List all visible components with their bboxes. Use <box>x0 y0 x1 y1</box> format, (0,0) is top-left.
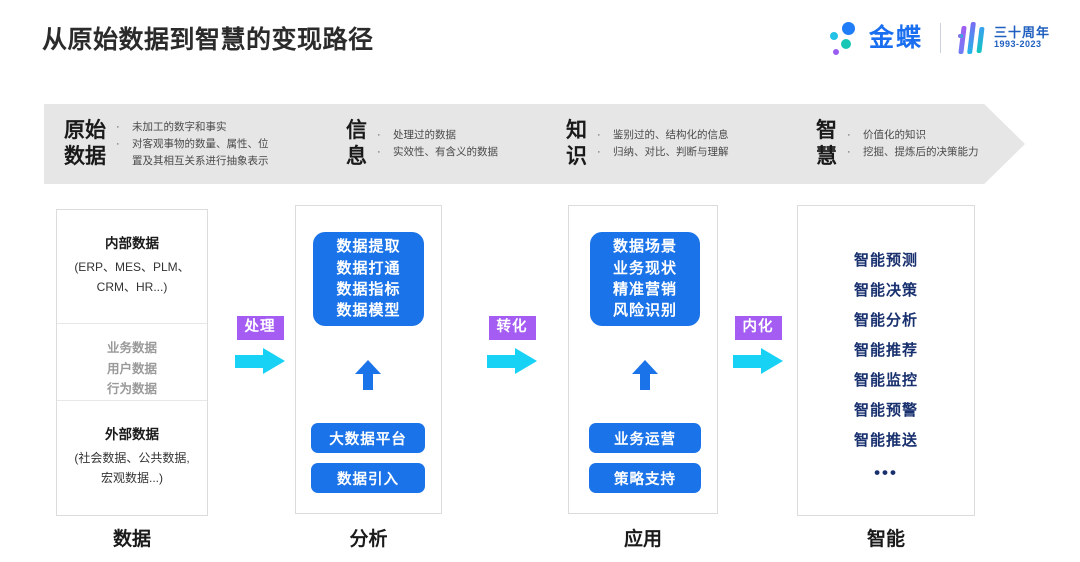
application-main-card: 数据场景 业务现状 精准营销 风险识别 <box>590 232 700 326</box>
bullet-text: 未加工的数字和事实 <box>132 120 227 133</box>
bullet-text: 对客观事物的数量、属性、位 <box>132 137 269 150</box>
analysis-pill-data-ingestion[interactable]: 数据引入 <box>311 463 425 493</box>
analysis-pill-bigdata-platform[interactable]: 大数据平台 <box>311 423 425 453</box>
column-intelligence <box>797 205 975 516</box>
dikw-banner-arrow: 原始 数据 · 未加工的数字和事实 · 对客观事物的数量、属性、位 置及其相互关… <box>44 104 1025 184</box>
up-arrow-icon-application <box>632 360 658 390</box>
anniversary-label: 三十周年 <box>993 25 1050 41</box>
connector-process: 处理 <box>224 316 296 374</box>
right-arrow-icon <box>235 347 285 374</box>
intelligence-item: 智能预测 <box>853 252 918 269</box>
data-type-item: 用户数据 <box>106 361 157 376</box>
bullet-marker: · <box>377 146 381 158</box>
intelligence-capability-list: 智能预测 智能决策 智能分析 智能推荐 智能监控 智能预警 智能推送 ••• <box>797 253 975 483</box>
column-caption-analysis: 分析 <box>349 529 388 550</box>
stage-name-raw-data: 原始 数据 <box>64 118 106 168</box>
bullet-marker: · <box>116 120 120 133</box>
section-external-data: 外部数据 (社会数据、公共数据, 宏观数据...) <box>57 401 207 489</box>
intelligence-ellipsis: ••• <box>874 463 898 482</box>
bullet-text: 鉴别过的、结构化的信息 <box>613 128 729 141</box>
external-data-sub-line1: (社会数据、公共数据, <box>74 451 190 465</box>
section-data-types: 业务数据 用户数据 行为数据 <box>57 324 207 401</box>
bullet-marker: · <box>847 128 851 141</box>
analysis-card-line: 数据指标 <box>336 281 401 298</box>
intelligence-item: 智能监控 <box>853 372 918 389</box>
column-caption-intelligence: 智能 <box>866 529 905 550</box>
bullet-text: 挖掘、提炼后的决策能力 <box>863 146 979 158</box>
analysis-main-card: 数据提取 数据打通 数据指标 数据模型 <box>313 232 424 326</box>
bullet-text: 价值化的知识 <box>863 128 926 141</box>
intelligence-item: 智能分析 <box>853 312 918 329</box>
right-arrow-icon <box>733 347 783 374</box>
intelligence-item: 智能决策 <box>853 282 918 299</box>
intelligence-item: 智能推荐 <box>853 342 918 359</box>
bullet-marker: · <box>597 128 601 141</box>
bullet-marker: · <box>597 146 601 158</box>
application-card-line: 数据场景 <box>612 238 677 256</box>
page-title: 从原始数据到智慧的变现路径 <box>42 26 374 54</box>
stage-bullets-raw-data: · 未加工的数字和事实 · 对客观事物的数量、属性、位 置及其相互关系进行抽象表… <box>116 119 269 169</box>
column-caption-data: 数据 <box>112 529 151 550</box>
intelligence-item: 智能推送 <box>853 432 918 449</box>
bullet-marker: · <box>847 146 851 158</box>
section-internal-data: 内部数据 (ERP、MES、PLM、 CRM、HR...) <box>57 210 207 324</box>
bullet-text: 实效性、有含义的数据 <box>393 146 498 158</box>
external-data-title: 外部数据 <box>105 427 159 442</box>
stage-bullets-knowledge: · 鉴别过的、结构化的信息 · 归纳、对比、判断与理解 <box>597 127 729 161</box>
right-arrow-icon <box>487 347 537 374</box>
stage-name-knowledge: 知 识 <box>566 118 587 168</box>
logo-divider <box>939 23 941 53</box>
stage-name-wisdom: 智 慧 <box>816 118 837 168</box>
connector-label-process: 处理 <box>236 316 284 340</box>
application-pill-strategy-support[interactable]: 策略支持 <box>589 463 701 493</box>
application-card-line: 精准营销 <box>612 281 677 298</box>
analysis-card-line: 数据模型 <box>336 302 401 320</box>
connector-label-transform: 转化 <box>488 316 536 340</box>
intelligence-item: 智能预警 <box>853 402 918 419</box>
bullet-marker: · <box>116 137 120 150</box>
bullet-marker: · <box>377 128 381 141</box>
column-caption-application: 应用 <box>623 529 662 550</box>
stage-bullets-information: · 处理过的数据 · 实效性、有含义的数据 <box>377 127 498 161</box>
brand-name: 金蝶 <box>868 23 923 52</box>
internal-data-title: 内部数据 <box>105 236 159 251</box>
data-type-item: 业务数据 <box>106 341 157 355</box>
stage-name-information: 信 息 <box>346 118 367 168</box>
kingdee-dots-icon <box>829 21 861 55</box>
analysis-card-line: 数据打通 <box>336 259 401 277</box>
analysis-card-line: 数据提取 <box>336 238 401 256</box>
brand-logo: 金蝶 三十周年 1993-2023 <box>829 16 1050 60</box>
bullet-text: 处理过的数据 <box>393 128 456 141</box>
application-pill-business-operation[interactable]: 业务运营 <box>589 423 701 453</box>
connector-internalize: 内化 <box>722 316 794 374</box>
connector-label-internalize: 内化 <box>734 316 782 340</box>
banner-stage-knowledge: 知 识 · 鉴别过的、结构化的信息 · 归纳、对比、判断与理解 <box>566 104 816 184</box>
up-arrow-icon-analysis <box>355 360 381 390</box>
application-card-line: 风险识别 <box>612 302 677 320</box>
column-data: 内部数据 (ERP、MES、PLM、 CRM、HR...) 业务数据 用户数据 … <box>56 209 208 516</box>
banner-stage-wisdom: 智 慧 · 价值化的知识 · 挖掘、提炼后的决策能力 <box>816 104 1025 184</box>
anniversary-badge: 三十周年 1993-2023 <box>957 22 1050 54</box>
application-card-line: 业务现状 <box>612 259 677 277</box>
anniversary-mark-icon <box>957 22 988 54</box>
stage-bullets-wisdom: · 价值化的知识 · 挖掘、提炼后的决策能力 <box>847 127 979 161</box>
banner-stage-raw-data: 原始 数据 · 未加工的数字和事实 · 对客观事物的数量、属性、位 置及其相互关… <box>44 104 346 184</box>
connector-transform: 转化 <box>476 316 548 374</box>
internal-data-sub-line1: (ERP、MES、PLM、 <box>74 260 190 274</box>
bullet-text: 置及其相互关系进行抽象表示 <box>132 154 269 167</box>
bullet-text: 归纳、对比、判断与理解 <box>613 146 729 158</box>
data-type-item: 行为数据 <box>106 382 157 397</box>
internal-data-sub-line2: CRM、HR...) <box>96 279 168 294</box>
banner-stage-information: 信 息 · 处理过的数据 · 实效性、有含义的数据 <box>346 104 566 184</box>
anniversary-years: 1993-2023 <box>993 39 1042 50</box>
external-data-sub-line2: 宏观数据...) <box>101 470 163 485</box>
